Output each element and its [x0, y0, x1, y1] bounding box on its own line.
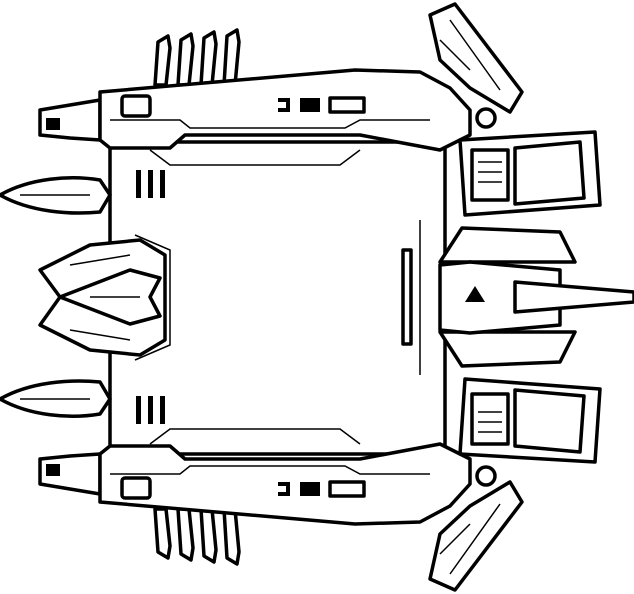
- center-claw: [38, 238, 167, 357]
- nose-spike: [513, 280, 634, 314]
- center-slot: [401, 248, 413, 346]
- nose: [438, 260, 634, 335]
- triangle-marker: [465, 286, 485, 302]
